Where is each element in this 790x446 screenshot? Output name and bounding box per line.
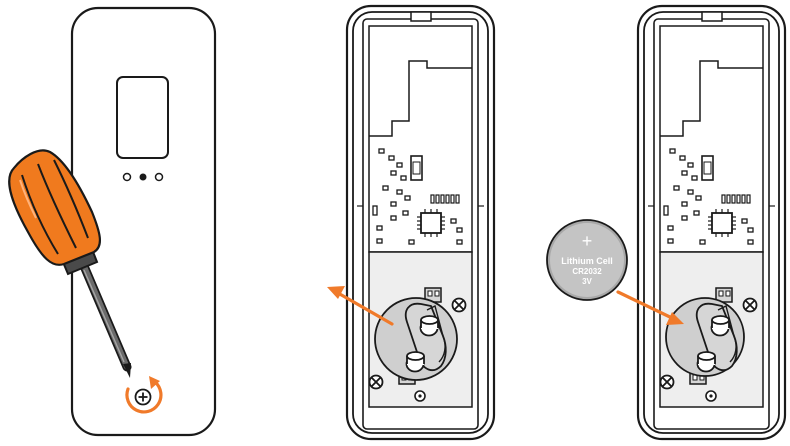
coin-cell-model-label: CR2032 (572, 267, 602, 276)
device-window (116, 76, 169, 159)
open-device-step-3 (636, 4, 787, 441)
coin-cell-chemistry-label: Lithium Cell (561, 256, 613, 266)
step-1-remove-screw (8, 6, 217, 437)
coin-cell-icon: + Lithium Cell CR2032 3V (546, 219, 628, 301)
indicator-dot-left (122, 172, 132, 182)
indicator-dot-center (139, 173, 147, 181)
rotate-arrow-icon (125, 376, 163, 414)
arrow-out-icon (327, 286, 394, 326)
screw-icon (134, 388, 152, 406)
open-device-step-2 (345, 4, 496, 441)
step-3-insert-new-battery: + Lithium Cell CR2032 3V (546, 4, 787, 441)
indicator-dot-right (154, 172, 164, 182)
arrow-in-icon (616, 290, 684, 325)
coin-cell-voltage-label: 3V (582, 277, 592, 286)
coin-cell-plus-symbol: + (582, 231, 593, 251)
screwdriver-icon (8, 149, 132, 378)
step-2-remove-old-battery (327, 4, 496, 441)
